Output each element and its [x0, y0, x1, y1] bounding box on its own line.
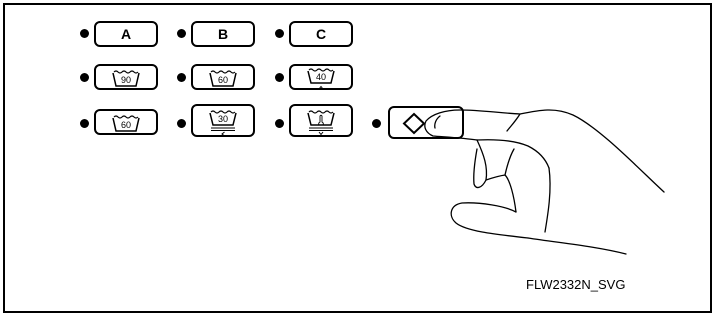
- figure-caption: FLW2332N_SVG: [526, 277, 626, 292]
- program-label-a: A: [120, 26, 132, 42]
- delicate-mark-icon: [221, 131, 225, 137]
- wash-temp-60-plain: 60: [121, 120, 131, 130]
- wash-30-delicate-button[interactable]: 30: [191, 104, 255, 137]
- figure-frame: [3, 3, 712, 313]
- indicator-light-40: [275, 73, 284, 82]
- wash-tub-delicate-icon: 30: [209, 110, 237, 137]
- wash-40-gentle-button[interactable]: 40: [289, 64, 353, 90]
- hand-wash-button[interactable]: [289, 104, 353, 137]
- indicator-light-30: [177, 119, 186, 128]
- indicator-light-90: [80, 73, 89, 82]
- indicator-light-start: [372, 119, 381, 128]
- indicator-light-60: [177, 73, 186, 82]
- program-label-b: B: [217, 26, 229, 42]
- wash-temp-30: 30: [218, 114, 228, 124]
- wash-tub-icon: 90: [112, 70, 140, 87]
- start-diamond-icon: [402, 112, 426, 135]
- wash-90-button[interactable]: 90: [94, 64, 158, 90]
- wash-temp-60: 60: [218, 75, 228, 85]
- indicator-light-hand: [275, 119, 284, 128]
- program-button-c[interactable]: C: [289, 21, 353, 47]
- program-button-b[interactable]: B: [191, 21, 255, 47]
- indicator-light-c: [275, 29, 284, 38]
- wash-60-button[interactable]: 60: [191, 64, 255, 90]
- wash-tub-icon: 60: [209, 70, 237, 87]
- wash-temp-40: 40: [316, 72, 326, 82]
- hand-icon: [318, 114, 324, 126]
- program-button-a[interactable]: A: [94, 21, 158, 47]
- wash-tub-icon: 60: [112, 115, 140, 132]
- indicator-light-a: [80, 29, 89, 38]
- indicator-light-60-plain: [80, 119, 89, 128]
- hand-wash-mark-icon: [318, 131, 324, 136]
- start-button[interactable]: [388, 106, 464, 139]
- wash-temp-90: 90: [121, 75, 131, 85]
- hand-wash-tub-icon: [307, 110, 335, 136]
- indicator-light-b: [177, 29, 186, 38]
- program-label-c: C: [315, 26, 327, 42]
- wash-60-plain-button[interactable]: 60: [94, 109, 158, 135]
- gentle-mark-icon: [318, 85, 324, 90]
- wash-tub-gentle-icon: 40: [307, 68, 335, 90]
